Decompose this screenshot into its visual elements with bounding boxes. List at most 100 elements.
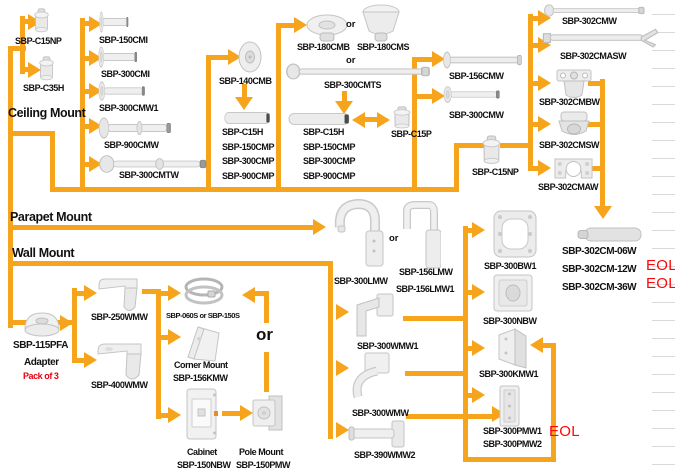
connector-line	[83, 21, 91, 26]
sbp-302cm-pipe-image	[577, 226, 643, 243]
connector-arrowhead	[472, 222, 485, 238]
sbp-300cmw-image	[443, 85, 501, 104]
connector-line	[500, 143, 533, 148]
connector-arrowhead	[538, 160, 551, 176]
sbp-390wmw2-label: SBP-390WMW2	[354, 450, 416, 460]
connector-arrowhead	[594, 206, 612, 219]
sbp-300nbw-image	[491, 273, 535, 313]
connector-arrowhead	[377, 112, 390, 128]
sbp-180cmb-label: SBP-180CMB	[297, 42, 350, 52]
connector-line	[264, 352, 269, 392]
sbp-300lmw-label: SBP-300LMW	[334, 276, 388, 286]
wall-mount-header: Wall Mount	[12, 246, 75, 260]
connector-line	[530, 81, 540, 86]
sbp-180cms-image	[361, 4, 401, 42]
connector-line	[600, 79, 605, 208]
connector-line	[468, 346, 474, 351]
sbp-302cmasw-label: SBP-302CMASW	[560, 51, 627, 61]
sbp-180cms-label: SBP-180CMS	[357, 42, 410, 52]
connector-line	[454, 143, 484, 148]
cmp-list-left: SBP-C15H SBP-150CMP SBP-300CMP SBP-900CM…	[222, 125, 274, 183]
connector-arrowhead	[472, 387, 485, 403]
sbp-c15p-image	[392, 106, 412, 130]
or-text-pole: or	[256, 325, 273, 344]
connector-line	[50, 187, 459, 192]
connector-arrowhead	[89, 83, 102, 99]
connector-line	[530, 122, 540, 127]
connector-line	[222, 411, 242, 416]
sbp-300kmw1-image	[493, 327, 531, 369]
connector-line	[415, 57, 434, 62]
connector-arrowhead	[538, 75, 551, 91]
sbp-156cmw-label: SBP-156CMW	[449, 71, 504, 81]
sbp-156kmw-label: SBP-156KMW	[173, 373, 228, 383]
sbp-900cmw-image	[98, 116, 172, 140]
sbp-straps-image	[182, 275, 226, 309]
connector-arrowhead	[168, 329, 181, 345]
sbp-115pfa-image	[21, 305, 63, 339]
ceiling-mount-header: Ceiling Mount	[8, 106, 86, 120]
connector-arrowhead	[228, 49, 241, 65]
sbp-straps-label: SBP-060S or SBP-150S	[166, 311, 240, 320]
sbp-c15np-label: SBP-C15NP	[15, 36, 62, 46]
sbp-c15p-label: SBP-C15P	[391, 129, 432, 139]
list-item: SBP-C15H	[222, 127, 263, 137]
sbp-300cmw1-image	[98, 80, 146, 102]
connector-line	[586, 122, 602, 127]
sbp-250wmw-label: SBP-250WMW	[91, 312, 148, 322]
connector-line	[276, 23, 281, 192]
connector-line	[541, 343, 553, 348]
connector-line	[276, 23, 296, 28]
connector-arrowhead	[335, 101, 353, 114]
sbp-302cmsw-label: SBP-302CMSW	[539, 140, 600, 150]
sbp-180cmb-image	[305, 13, 349, 43]
connector-line	[530, 16, 540, 21]
sbp-300bw1-image	[489, 209, 541, 259]
connector-arrowhead	[89, 118, 102, 134]
connector-line	[80, 18, 85, 192]
sbp-400wmw-image	[95, 341, 149, 385]
sbp-300bw1-label: SBP-300BW1	[484, 261, 537, 271]
list-item: SBP-300CMP	[303, 156, 356, 167]
sbp-900cmw-label: SBP-900CMW	[104, 140, 159, 150]
connector-arrowhead	[336, 422, 349, 438]
connector-line	[551, 343, 556, 461]
list-item: SBP-900CMP	[303, 170, 356, 181]
cmp-list-mid: SBP-C15H SBP-150CMP SBP-300CMP SBP-900CM…	[303, 125, 355, 183]
connector-line	[528, 14, 533, 171]
connector-line	[468, 228, 474, 233]
eol-badge-12w: EOL	[646, 257, 675, 274]
sbp-300cmts-label: SBP-300CMTS	[324, 80, 382, 90]
sbp-c35h-label: SBP-C35H	[23, 83, 64, 93]
cm-pipe-left-image	[224, 111, 272, 125]
connector-line	[362, 117, 380, 122]
connector-line	[72, 288, 77, 363]
connector-line	[415, 94, 434, 99]
connector-arrowhead	[530, 337, 543, 353]
pole-mount-title: Pole Mount	[239, 447, 283, 457]
sbp-150cmi-image	[99, 10, 129, 34]
sbp-140cmb-label: SBP-140CMB	[219, 76, 272, 86]
connector-line	[588, 81, 602, 86]
cm302-list: SBP-302CM-06W SBP-302CM-12W SBP-302CM-36…	[562, 243, 637, 296]
connector-arrowhead	[168, 407, 181, 423]
sbp-300wmw-label: SBP-300WMW	[352, 408, 409, 418]
sbp-300pmw2-label: SBP-300PMW2	[483, 439, 542, 449]
sbp-c15np-2-image	[481, 135, 502, 166]
list-item: SBP-300CMP	[222, 156, 275, 167]
sbp-300nbw-label: SBP-300NBW	[483, 316, 537, 326]
list-item: SBP-C15H	[303, 127, 344, 137]
or-text-2: or	[346, 55, 356, 66]
connector-line	[530, 43, 540, 48]
sbp-156cmw-image	[443, 51, 523, 69]
sbp-140cmb-image	[236, 40, 264, 74]
connector-line	[22, 19, 30, 24]
sbp-400wmw-label: SBP-400WMW	[91, 380, 148, 390]
connector-line	[406, 414, 494, 419]
cm-pipe-mid-image	[288, 112, 352, 126]
cabinet-title: Cabinet	[187, 447, 217, 457]
connector-arrowhead	[235, 97, 253, 110]
connector-line	[530, 166, 540, 171]
connector-arrowhead	[168, 285, 181, 301]
connector-arrowhead	[28, 62, 41, 78]
